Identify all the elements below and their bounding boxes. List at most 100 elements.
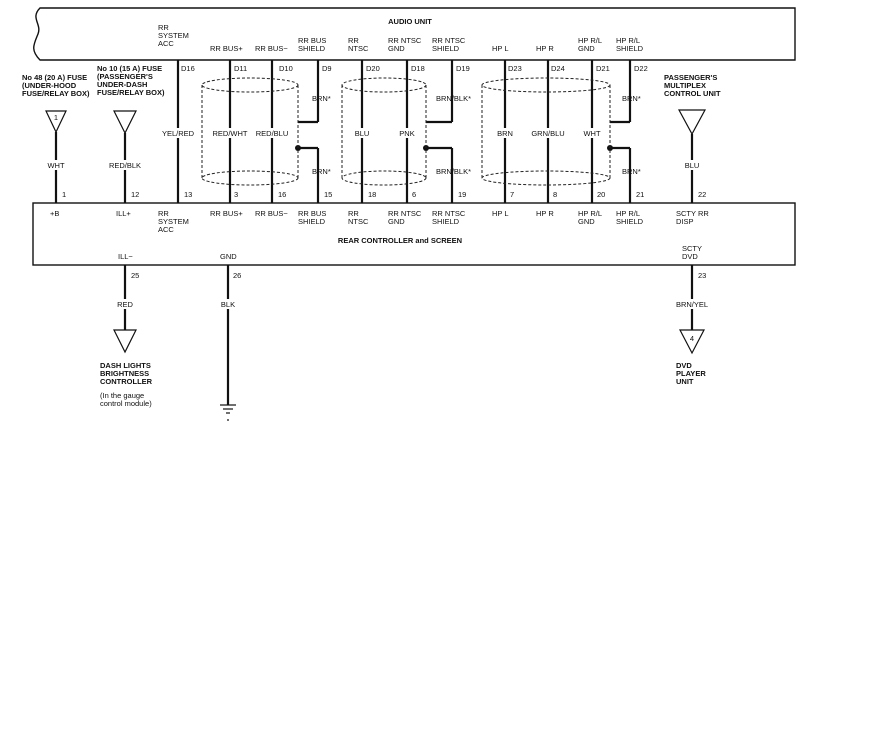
multiplex-label: PASSENGER'S MULTIPLEX CONTROL UNIT	[664, 73, 721, 98]
wire-color-d22: BRN*	[622, 94, 641, 103]
rc-pin-23: 23	[698, 271, 706, 280]
wire-color-22: BLU	[685, 161, 700, 170]
audio-pin-d24: D24	[551, 64, 565, 73]
rc-label-rr-bus-shield: RR BUS SHIELD	[298, 209, 328, 226]
audio-pin-d16: D16	[181, 64, 195, 73]
rc-pin-7: 7	[510, 190, 514, 199]
wire-color-21: BRN*	[622, 167, 641, 176]
fuse-48: No 48 (20 A) FUSE (UNDER-HOOD FUSE/RELAY…	[22, 73, 90, 134]
rc-pin-13: 13	[184, 190, 192, 199]
rc-label-rr-system-acc: RR SYSTEM ACC	[158, 209, 191, 234]
audio-unit-title: AUDIO UNIT	[388, 17, 432, 26]
fuse-48-marker: 1	[54, 113, 58, 122]
audio-header-rr-bus-plus: RR BUS+	[210, 44, 243, 53]
wire-color-26: BLK	[221, 300, 235, 309]
rc-label-rr-ntsc-gnd: RR NTSC GND	[388, 209, 423, 226]
rc-label-scty-rr-disp: SCTY RR DISP	[676, 209, 711, 226]
audio-pin-d21: D21	[596, 64, 610, 73]
wire-color-15: BRN*	[312, 167, 331, 176]
dash-lights-note: (In the gauge control module)	[100, 391, 152, 408]
rc-pin-3: 3	[234, 190, 238, 199]
rc-pin-20: 20	[597, 190, 605, 199]
audio-unit: AUDIO UNIT RR SYSTEM ACC RR BUS+ RR BUS−…	[33, 7, 796, 73]
audio-header-rr-bus-shield: RR BUS SHIELD	[298, 36, 328, 53]
rc-label-hp-r: HP R	[536, 209, 554, 218]
rc-label-rr-ntsc: RR NTSC	[348, 209, 369, 226]
rear-controller-box	[32, 202, 796, 266]
wire-color-19: BRN/BLK*	[436, 167, 471, 176]
rc-pin-15: 15	[324, 190, 332, 199]
audio-header-rr-system-acc: RR SYSTEM ACC	[158, 23, 191, 48]
rc-label-rr-bus-plus: RR BUS+	[210, 209, 243, 218]
rc-label-ill-plus: ILL+	[116, 209, 131, 218]
wire-color-d19: BRN/BLK*	[436, 94, 471, 103]
audio-pin-d22: D22	[634, 64, 648, 73]
fuse-48-symbol	[45, 110, 67, 134]
rc-pin-21: 21	[636, 190, 644, 199]
multiplex-unit: PASSENGER'S MULTIPLEX CONTROL UNIT	[664, 73, 721, 136]
audio-pin-d20: D20	[366, 64, 380, 73]
wire-color-25: RED	[117, 300, 133, 309]
rear-controller-title: REAR CONTROLLER and SCREEN	[338, 236, 462, 245]
wires-lower: RED BLK BRN/YEL	[113, 265, 712, 405]
shield-rr-bus	[201, 77, 299, 186]
audio-header-hp-r: HP R	[536, 44, 554, 53]
fuse-10-symbol	[113, 110, 137, 135]
fuse-48-label: No 48 (20 A) FUSE (UNDER-HOOD FUSE/RELAY…	[22, 73, 90, 98]
wire-color-1: WHT	[47, 161, 64, 170]
wire-color-6: PNK	[399, 129, 414, 138]
audio-header-rr-ntsc-shield: RR NTSC SHIELD	[432, 36, 467, 53]
rc-pin-6: 6	[412, 190, 416, 199]
rc-label-scty-dvd: SCTY DVD	[682, 244, 704, 261]
dash-lights-controller: DASH LIGHTS BRIGHTNESS CONTROLLER (In th…	[100, 329, 153, 408]
dvd-player-unit: 4 DVD PLAYER UNIT	[676, 329, 708, 386]
audio-pin-d19: D19	[456, 64, 470, 73]
wire-color-18: BLU	[355, 129, 370, 138]
rc-pin-1: 1	[62, 190, 66, 199]
rc-pin-25: 25	[131, 271, 139, 280]
wire-color-13: YEL/RED	[162, 129, 195, 138]
rc-label-rr-bus-minus: RR BUS−	[255, 209, 288, 218]
shield-rr-ntsc	[341, 77, 427, 186]
rc-label-hp-l: HP L	[492, 209, 509, 218]
shield-hp	[481, 77, 611, 186]
rc-label-rr-ntsc-shield: RR NTSC SHIELD	[432, 209, 467, 226]
ground-symbol	[220, 404, 236, 421]
audio-pin-d11: D11	[234, 64, 247, 73]
audio-header-hp-rl-gnd: HP R/L GND	[578, 36, 604, 53]
rc-pin-12: 12	[131, 190, 139, 199]
dash-lights-symbol	[113, 329, 137, 354]
shield-cylinders	[201, 77, 611, 186]
audio-header-rr-bus-minus: RR BUS−	[255, 44, 288, 53]
dvd-player-label: DVD PLAYER UNIT	[676, 361, 708, 386]
rc-label-hp-rl-gnd: HP R/L GND	[578, 209, 604, 226]
wire-color-3: RED/WHT	[213, 129, 248, 138]
wire-color-7: BRN	[497, 129, 513, 138]
audio-header-hp-l: HP L	[492, 44, 509, 53]
fuse-10: No 10 (15 A) FUSE (PASSENGER'S UNDER-DAS…	[97, 64, 165, 135]
rc-pin-19: 19	[458, 190, 466, 199]
rc-label-b: +B	[50, 209, 59, 218]
audio-header-rr-ntsc: RR NTSC	[348, 36, 369, 53]
wire-color-labels-upper: WHT RED/BLK YEL/RED RED/WHT RED/BLU BRN*…	[46, 94, 702, 176]
rc-label-ill-minus: ILL−	[118, 252, 133, 261]
multiplex-symbol	[677, 109, 707, 136]
rear-controller: 1 12 13 3 16 15 18 6 19 7 8 20 21 22 +B …	[32, 190, 796, 280]
audio-pin-d23: D23	[508, 64, 522, 73]
rc-pin-18: 18	[368, 190, 376, 199]
wire-color-23: BRN/YEL	[676, 300, 708, 309]
audio-pin-d18: D18	[411, 64, 425, 73]
audio-unit-box	[33, 7, 796, 61]
audio-pin-d9: D9	[322, 64, 332, 73]
wire-color-20: WHT	[583, 129, 600, 138]
wire-color-d9: BRN*	[312, 94, 331, 103]
audio-header-rr-ntsc-gnd: RR NTSC GND	[388, 36, 423, 53]
dash-lights-label: DASH LIGHTS BRIGHTNESS CONTROLLER	[100, 361, 153, 386]
rc-label-hp-rl-shield: HP R/L SHIELD	[616, 209, 644, 226]
audio-header-hp-rl-shield: HP R/L SHIELD	[616, 36, 644, 53]
rc-label-gnd: GND	[220, 252, 237, 261]
dvd-player-marker: 4	[690, 334, 694, 343]
rc-pin-8: 8	[553, 190, 557, 199]
rc-pin-16: 16	[278, 190, 286, 199]
